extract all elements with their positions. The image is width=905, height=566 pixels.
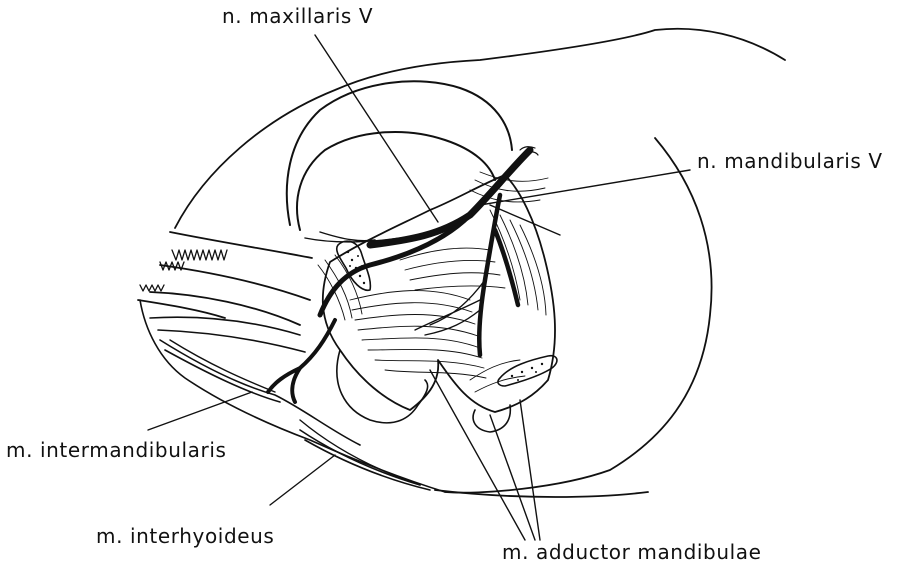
label-adductor-mandibulae: m. adductor mandibulae [502, 542, 762, 562]
leader-adductor-1 [430, 370, 525, 540]
leader-adductor-2 [490, 415, 535, 540]
leader-adductor-3 [520, 400, 540, 540]
lower-lobe [337, 350, 510, 432]
intermandibularis-strip [160, 340, 360, 445]
leader-maxillaris [315, 35, 438, 222]
lower-jaw-outline [435, 490, 648, 497]
label-interhyoideus: m. interhyoideus [96, 526, 274, 546]
jaw-inner-line [170, 340, 420, 485]
upper-jaw [138, 232, 312, 325]
nerve-lower-branch [268, 320, 335, 402]
label-mandibularis: n. mandibularis V [697, 151, 883, 171]
label-intermandibularis: m. intermandibularis [6, 440, 227, 460]
leader-intermandibularis [148, 392, 252, 430]
leader-mandibularis-a [480, 170, 690, 205]
upper-teeth [140, 250, 227, 291]
leader-interhyoideus [270, 455, 335, 505]
tendon-lower [498, 356, 557, 386]
label-maxillaris: n. maxillaris V [222, 6, 373, 26]
leader-mandibularis-b [490, 205, 560, 235]
